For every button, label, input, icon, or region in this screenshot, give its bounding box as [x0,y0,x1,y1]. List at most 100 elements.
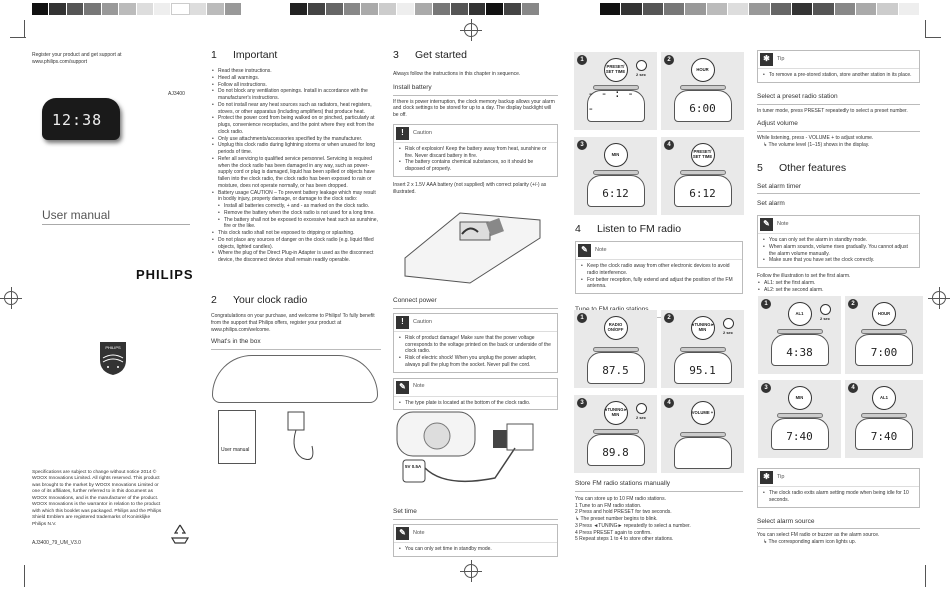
note-item: Keep the clock radio away from other ele… [580,263,738,277]
clock-radio-outline-image [212,355,378,403]
store-step: 4 Press PRESET again to confirm. [575,529,652,536]
battery-sub-item: Install all batteries correctly, + and -… [217,203,381,210]
alarm-items: AL1: set the first alarm.AL2: set the se… [757,280,920,294]
tip-box: ✱Tip To remove a pre-stored station, sto… [757,50,920,83]
tip-icon: ✱ [760,471,773,484]
intro-text: Congratulations on your purchase, and we… [211,313,375,333]
note-item: Make sure that you have set the clock co… [762,257,915,264]
hour-button: HOUR [690,58,715,82]
tip-icon: ✱ [760,53,773,66]
lcd-display: 7:00 [870,346,898,360]
note-box: ✎Note You can only set time in standby m… [393,523,558,557]
caution-item: Risk of electric shock! When you unplug … [398,355,553,369]
important-item: Follow all instructions. [211,82,381,89]
color-calibration-bar [290,3,541,15]
lcd-display: 6:12 [689,187,716,201]
trim-mark [925,20,926,38]
note-box: ✎Note Keep the clock radio away from oth… [575,241,743,295]
recycle-icon [168,522,192,546]
tip-item: To remove a pre-stored station, store an… [762,72,915,79]
user-manual-title: User manual [42,208,111,222]
al1-button: AL1 [872,386,896,410]
section-connect-power: Connect power !Caution Risk of product d… [393,297,558,411]
follow-text: Follow the illustration to set the first… [757,273,851,280]
important-item: Where the plug of the Direct Plug-in Ada… [211,250,381,264]
tune-step-4: 4 VOLUME + [661,395,744,473]
lcd-display: 6:12 [602,187,629,201]
right-column-bottom: ✱Tip The clock radio exits alarm setting… [757,468,920,546]
important-item: Protect the power cord from being walked… [211,115,381,135]
install-text: If there is power interruption, the cloc… [393,98,555,119]
hour-button: HOUR [872,302,896,326]
adjust-volume-result: ↳ The volume level (1–15) shows in the d… [763,141,870,148]
preset-set-time-button: PRESET/ SET TIME [603,58,628,82]
important-item: Do not place any sources of danger on th… [211,237,381,251]
lcd-display: 7:40 [786,430,813,444]
set-time-step-2: 2 HOUR 6:00 [661,52,744,130]
note-icon: ✎ [578,244,591,258]
alarm-step-1: 1 AL1 2 sec 4:38 [758,296,841,374]
set-time-step-3: 3 MIN 6:12 [574,137,657,215]
adjust-volume-heading: Adjust volume [757,120,920,133]
tune-heading: Tune to FM radio stations [575,306,743,318]
adjust-volume-text: While listening, press - VOLUME + to adj… [757,135,874,142]
exclamation-icon: ! [396,315,409,329]
section-set-time: Set time ✎Note You can only set time in … [393,508,558,557]
al1-button: AL1 [787,302,812,326]
note-item: The type plate is located at the bottom … [398,400,553,407]
note-icon: ✎ [396,380,409,394]
lcd-display: 89.8 [602,446,629,460]
note-icon: ✎ [396,526,409,540]
store-intro: You can store up to 10 FM radio stations… [575,495,666,502]
alarm-step-4: 4 AL1 7:40 [845,380,923,458]
manual-image: User manual [218,410,256,464]
alarm-source-result: ↳ The corresponding alarm icon lights up… [763,539,857,546]
install-battery-heading: Install battery [393,84,558,96]
store-heading: Store FM radio stations manually [575,480,743,492]
min-button: MIN [603,143,628,167]
product-image: 12:38 [42,98,120,140]
registration-mark [928,287,950,309]
manual-label: User manual [221,447,250,453]
important-item: Only use attachments/accessories specifi… [211,136,381,143]
tuning-button: ◄TUNING► MIN [690,316,715,340]
important-list: Read these instructions.Heed all warning… [211,68,381,264]
timer-icon [636,60,647,71]
important-item: Heed all warnings. [211,75,381,82]
alarm-source-heading: Select alarm source [757,518,920,530]
alarm-item: AL2: set the second alarm. [757,287,920,294]
philips-logo-text: PHILIPS [136,267,194,282]
battery-install-image [400,198,550,286]
store-step: 5 Repeat steps 1 to 4 to store other sta… [575,536,674,543]
lcd-display: - - : - - [587,87,634,116]
important-item: Refer all servicing to qualified service… [211,156,381,190]
caution-box: !Caution Risk of product damage! Make su… [393,312,558,373]
registration-mark [460,19,482,41]
lcd-display: 4:38 [786,346,813,360]
set-time-step-4: 4 PRESET/ SET TIME 6:12 [661,137,744,215]
set-alarm-timer-heading: Set alarm timer [757,183,920,195]
svg-text:PHILIPS: PHILIPS [105,345,121,350]
registration-mark [460,560,482,582]
register-url[interactable]: www.philips.com/support [32,58,88,65]
tune-step-2: 2 ◄TUNING► MIN 2 sec 95.1 [661,310,744,388]
connect-power-heading: Connect power [393,297,558,309]
title-divider [42,224,190,225]
battery-sub-item: Remove the battery when the clock radio … [217,210,381,217]
important-item: Do not install near any heat sources suc… [211,102,381,116]
right-column-top: ✱Tip To remove a pre-stored station, sto… [757,50,920,293]
note-icon: ✎ [760,218,773,232]
model-number: AJ3400 [168,91,185,97]
alarm-item: AL1: set the first alarm. [757,280,920,287]
important-item: Read these instructions. [211,68,381,75]
set-alarm-heading: Set alarm [757,200,785,208]
alarm-step-3: 3 MIN 7:40 [758,380,841,458]
exclamation-icon: ! [396,126,409,140]
color-calibration-bar [32,3,243,15]
tip-box: ✱Tip The clock radio exits alarm setting… [757,468,920,508]
section-store-stations: Store FM radio stations manually You can… [575,480,743,543]
timer-icon [636,403,647,414]
